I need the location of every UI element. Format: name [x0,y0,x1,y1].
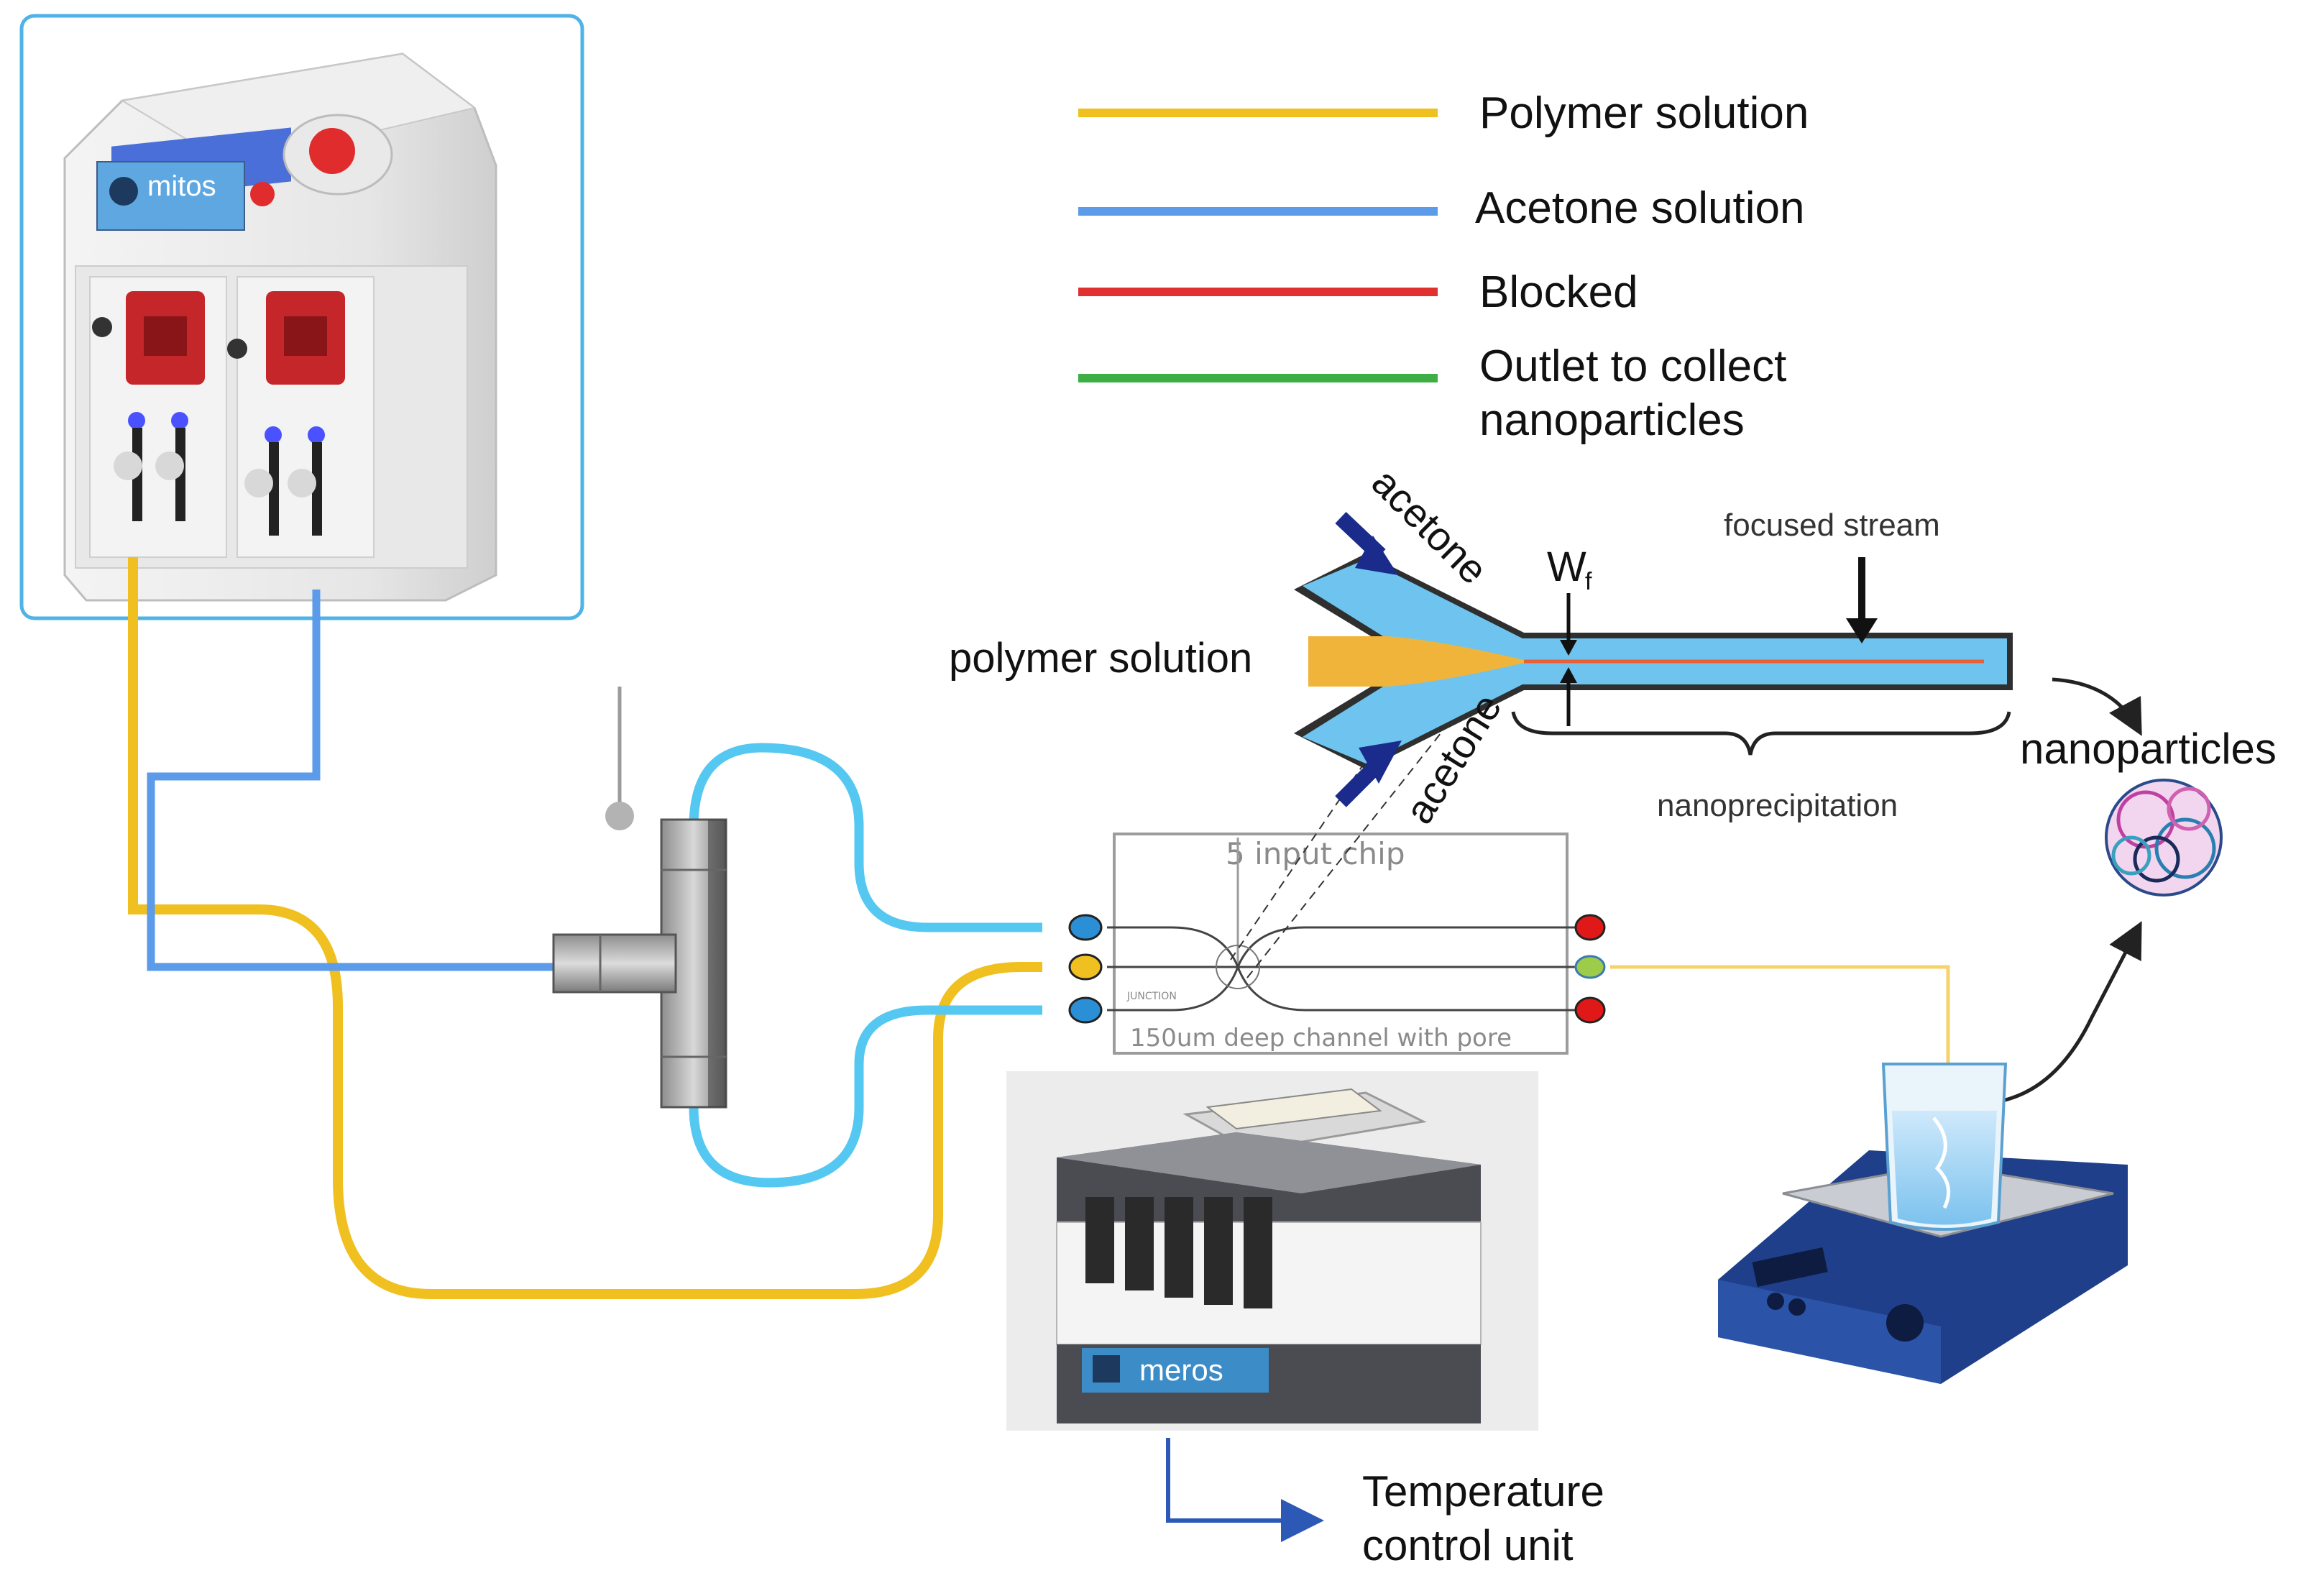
acetone-tube-top [689,743,1042,932]
chip-channel-bottom [1107,963,1589,1012]
acetone-tube-bottom [689,1005,1042,1188]
nanoparticles-arrow [2052,677,2142,736]
stirrer-display [1752,1247,1828,1288]
temperature-unit-label-1: Temperature [1362,1467,1604,1516]
pump-module-right [227,276,375,558]
legend-label-outlet: Outlet to collect [1479,341,1786,391]
nanoparticles-label: nanoparticles [2020,725,2277,773]
chip: 5 input chip JUNCTION 150um deep channel… [1068,697,1606,1055]
tubing [128,557,1950,1299]
pump-logo-icon [109,177,138,206]
legend-item-acetone: Acetone solution [1078,183,1804,233]
inlet-port-polymer [1068,953,1103,981]
inlet-port-acetone-top [1068,914,1103,941]
polymer-solution-label: polymer solution [949,635,1252,682]
temperature-unit-brand: meros [1139,1353,1223,1387]
chip-junction-label: JUNCTION [1126,991,1177,1002]
width-label-sub: f [1585,568,1592,595]
pump-button-icon[interactable] [250,182,275,206]
beaker-water [1892,1111,1997,1225]
nanoparticles-group: nanoparticles [1969,677,2277,1106]
blocked-port-bottom [1574,996,1606,1024]
blocked-port-top [1574,914,1606,941]
pump-knob-icon[interactable] [309,128,355,174]
legend-item-blocked: Blocked [1078,267,1638,317]
stirrer-knob-icon [1886,1304,1924,1342]
pump-panel: mitos [19,14,584,620]
nanoparticle-icon [2105,779,2223,897]
temperature-unit-arrow [1166,1438,1324,1542]
outlet-port [1574,955,1606,979]
acetone-line [147,590,554,971]
t-junction [552,687,727,1109]
stirrer [1718,1063,2128,1384]
legend-item-polymer: Polymer solution [1078,88,1809,138]
chip-caption: 150um deep channel with pore [1130,1024,1512,1053]
focused-stream-label: focused stream [1724,508,1940,543]
nanoprecipitation-label: nanoprecipitation [1657,788,1898,823]
flow-focusing-inset: acetone acetone W f focused stream polym… [949,459,2013,831]
legend-item-outlet: Outlet to collect nanoparticles [1078,341,1786,445]
legend-label-blocked: Blocked [1479,267,1638,317]
nanoprecipitation-brace [1511,711,2011,756]
legend: Polymer solution Acetone solution Blocke… [1078,88,1809,445]
chip-title: 5 input chip [1226,836,1405,871]
temperature-unit: meros Temperature control unit [1006,1071,1604,1569]
t-junction-horizontal [552,933,677,994]
zoom-line-2 [1246,718,1453,978]
outlet-line [1610,965,1950,1100]
meros-logo-icon [1093,1355,1120,1383]
chip-outline [1113,833,1569,1055]
legend-label-polymer: Polymer solution [1479,88,1809,138]
temperature-unit-label-2: control unit [1362,1521,1574,1569]
probe-tip [605,802,634,830]
inlet-port-acetone-bottom [1068,996,1103,1024]
pump-module-left [89,276,227,558]
legend-label-acetone: Acetone solution [1475,183,1804,233]
pump-brand: mitos [147,170,216,202]
legend-label-outlet-2: nanoparticles [1479,395,1745,445]
width-label: W [1547,544,1586,590]
